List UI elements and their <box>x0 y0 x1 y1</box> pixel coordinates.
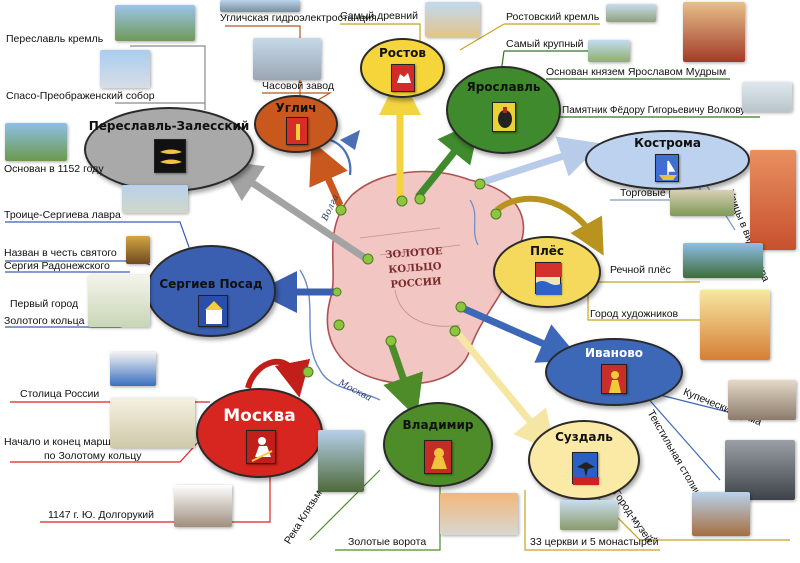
uglich-crest-icon <box>286 117 308 145</box>
label-suzdal-churches: 33 церкви и 5 монастырей <box>530 536 659 548</box>
route-map-photo <box>110 398 195 448</box>
city-suzdal[interactable]: Суздаль <box>528 420 640 500</box>
label-ples-artists: Город художников <box>590 308 679 320</box>
label-moskva-founder: 1147 г. Ю. Долгорукий <box>48 509 155 521</box>
moskva-curved-arrow <box>245 358 311 398</box>
pereslavl-panorama-photo <box>5 123 67 161</box>
label-sergiev-first: Первый город <box>10 298 79 310</box>
city-pereslavl-zalessky[interactable]: Переславль-Залесский <box>84 107 254 192</box>
label-rostov-oldest: Самый древний <box>340 10 419 22</box>
city-kostroma[interactable]: Кострома <box>585 130 750 190</box>
label-pereslavl-kremlin: Переславль кремль <box>6 33 104 45</box>
label-pereslavl-founded: Основан в 1152 году <box>4 163 104 175</box>
label-sergiev-lavra: Троице-Сергиева лавра <box>4 209 121 221</box>
label-ples-river: Речной плёс <box>610 264 671 276</box>
city-ivanovo[interactable]: Иваново <box>545 338 683 406</box>
city-sergiev-posad[interactable]: Сергиев Посад <box>146 245 276 337</box>
suzdal-churches-photo <box>560 500 618 530</box>
label-yaroslavl-largest: Самый крупный <box>506 38 584 50</box>
ples-curved-arrow <box>495 195 604 256</box>
ivanovo-textile-photo <box>725 440 795 500</box>
label-pereslavl-cathedral: Спасо-Преображенский собор <box>6 90 155 102</box>
city-arrows <box>218 73 602 454</box>
label-yaroslavl-monument: Памятник Фёдору Гигорьевичу Волкову <box>562 105 746 116</box>
ivanovo-merchant-photo <box>728 380 796 420</box>
artist-illustration <box>700 290 770 360</box>
dolgoruky-monument-photo <box>174 485 232 527</box>
map-nodes <box>302 178 502 378</box>
label-vladimir-gates: Золотые ворота <box>348 536 427 548</box>
city-moskva[interactable]: Москва <box>196 388 323 478</box>
uglich-clock-photo <box>253 38 321 80</box>
kostroma-crest-icon <box>655 154 679 182</box>
route-ring-photo <box>88 275 150 327</box>
city-vladimir[interactable]: Владимир <box>383 402 493 487</box>
city-rostov[interactable]: Ростов <box>360 38 445 98</box>
vladimir-crest-icon <box>424 440 452 474</box>
suzdal-crest-icon <box>572 452 599 485</box>
label-sergiev-named: Назван в честь святого <box>4 247 117 259</box>
golden-gates-photo <box>440 493 518 535</box>
label-moskva-capital: Столица России <box>20 388 100 400</box>
lavra-photo <box>122 185 188 213</box>
ples-crest-icon <box>535 262 562 295</box>
moskva-crest-icon <box>246 430 276 464</box>
label-rostov-kremlin: Ростовский кремль <box>506 11 600 23</box>
volkov-monument-photo <box>742 82 792 112</box>
label-yaroslavl-founded: Основан князем Ярославом Мудрым <box>546 66 727 78</box>
russia-map-photo <box>110 352 156 386</box>
label-uglich-ges: Угличская гидроэлектростанция <box>220 12 377 24</box>
label-sergiev-named-2: Сергия Радонежского <box>4 260 110 272</box>
klyazma-river-photo <box>318 430 364 492</box>
label-sergiev-first-2: Золотого кольца <box>4 315 85 327</box>
label-moskva-route: Начало и конец маршрута <box>4 436 133 448</box>
yaroslav-portrait-photo <box>683 2 745 62</box>
rostov-photo <box>425 2 480 37</box>
ples-river-photo <box>683 243 763 278</box>
ivanovo-crest-icon <box>601 364 627 394</box>
kostroma-rows-photo <box>670 190 734 216</box>
suzdal-museum-photo <box>692 492 750 536</box>
city-yaroslavl[interactable]: Ярославль <box>446 66 561 154</box>
uglich-ges-photo <box>220 0 300 12</box>
map-title: ЗОЛОТОЕ КОЛЬЦО РОССИИ <box>384 246 443 291</box>
yaroslavl-crest-icon <box>492 102 516 132</box>
kostroma-map-photo <box>750 150 796 250</box>
city-uglich[interactable]: Углич <box>254 95 338 153</box>
pereslavl-kremlin-photo <box>115 5 195 41</box>
yaroslavl-panorama-photo <box>588 40 630 62</box>
pereslavl-crest-icon <box>154 139 186 173</box>
city-ples[interactable]: Плёс <box>493 236 601 308</box>
sergiev-crest-icon <box>198 295 228 327</box>
label-uglich-clock: Часовой завод <box>262 80 334 92</box>
rostov-crest-icon <box>391 64 415 92</box>
rostov-kremlin-photo <box>606 4 656 22</box>
sergius-icon-photo <box>126 236 150 264</box>
label-moskva-route-2: по Золотому кольцу <box>44 450 142 462</box>
pereslavl-cathedral-photo <box>100 50 150 88</box>
